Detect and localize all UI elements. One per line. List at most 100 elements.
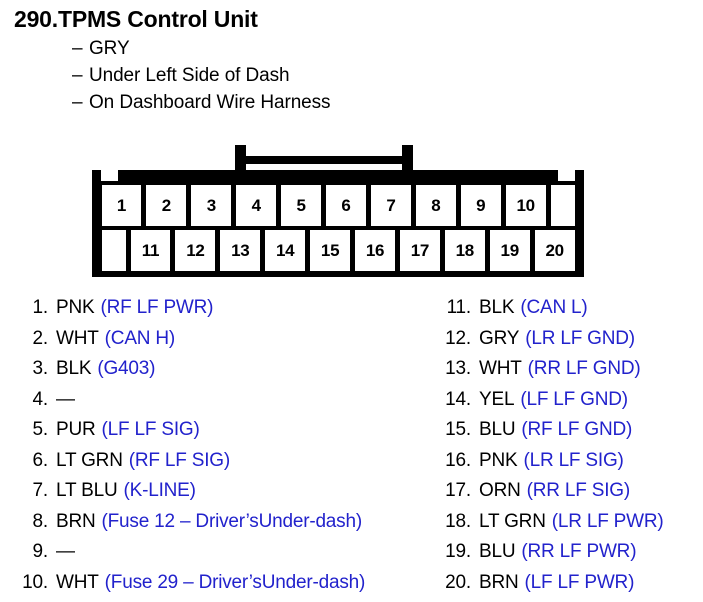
pin-list-item: 3. BLK (G403) xyxy=(14,358,434,389)
pin-wire-color: WHT xyxy=(56,328,99,350)
pin-wire-color: BLU xyxy=(479,541,515,563)
pin-cell-18[interactable]: 18 xyxy=(445,230,485,271)
pin-signal-name: (K-LINE) xyxy=(117,480,195,502)
dash-bullet-icon: – xyxy=(72,92,89,114)
pin-number: 19. xyxy=(437,541,479,563)
pin-row-top: 1 2 3 4 5 6 7 8 9 10 xyxy=(92,185,584,226)
pin-cell-top-blank xyxy=(551,185,575,226)
pin-list-item: 20. BRN (LF LF PWR) xyxy=(437,572,703,602)
pin-signal-name: (LF LF SIG) xyxy=(96,419,200,441)
pin-list-item: 9. — xyxy=(14,541,434,572)
pin-signal-name: (LR LF PWR) xyxy=(546,511,664,533)
pin-signal-name: (CAN H) xyxy=(99,328,175,350)
pin-cell-20[interactable]: 20 xyxy=(535,230,575,271)
connector-notch-right xyxy=(558,170,575,181)
pin-cell-9[interactable]: 9 xyxy=(461,185,501,226)
pin-number: 18. xyxy=(437,511,479,533)
pin-wire-color: PNK xyxy=(479,450,517,472)
pin-cell-11[interactable]: 11 xyxy=(131,230,171,271)
pin-signal-name: (CAN L) xyxy=(514,297,587,319)
pin-cell-8[interactable]: 8 xyxy=(416,185,456,226)
pin-cell-10[interactable]: 10 xyxy=(506,185,546,226)
pin-wire-color: WHT xyxy=(479,358,522,380)
attribute-line-color: – GRY xyxy=(14,38,674,60)
connector-notch-left xyxy=(101,170,118,181)
pin-number: 12. xyxy=(437,328,479,350)
pin-signal-name: (LR LF SIG) xyxy=(517,450,623,472)
pin-cell-14[interactable]: 14 xyxy=(265,230,305,271)
pin-cell-13[interactable]: 13 xyxy=(220,230,260,271)
pin-wire-color: ORN xyxy=(479,480,521,502)
attribute-text: Under Left Side of Dash xyxy=(89,65,290,87)
pin-signal-name: (RF LF SIG) xyxy=(123,450,230,472)
pin-number: 20. xyxy=(437,572,479,594)
pin-cell-1[interactable]: 1 xyxy=(102,185,142,226)
pin-wire-color: BLU xyxy=(479,419,515,441)
pin-number: 10. xyxy=(14,572,56,594)
pin-list-item: 18. LT GRN (LR LF PWR) xyxy=(437,511,703,542)
pin-cell-19[interactable]: 19 xyxy=(490,230,530,271)
connector-diagram: 1 2 3 4 5 6 7 8 9 10 11 12 13 14 15 16 1… xyxy=(92,145,584,277)
pin-list-item: 1. PNK (RF LF PWR) xyxy=(14,297,434,328)
pin-cell-12[interactable]: 12 xyxy=(175,230,215,271)
pin-list-right: 11. BLK (CAN L) 12. GRY (LR LF GND) 13. … xyxy=(437,297,703,602)
pin-list-item: 2. WHT (CAN H) xyxy=(14,328,434,359)
pin-wire-color: BRN xyxy=(56,511,96,533)
pin-number: 4. xyxy=(14,389,56,411)
latch-bar xyxy=(235,156,413,164)
pin-wire-color: BRN xyxy=(479,572,519,594)
pin-number: 16. xyxy=(437,450,479,472)
pin-number: 8. xyxy=(14,511,56,533)
attribute-text: GRY xyxy=(89,38,130,60)
pin-number: 3. xyxy=(14,358,56,380)
pin-number: 15. xyxy=(437,419,479,441)
pin-number: 17. xyxy=(437,480,479,502)
pin-cell-5[interactable]: 5 xyxy=(281,185,321,226)
attribute-line-location: – Under Left Side of Dash xyxy=(14,65,674,87)
connector-body: 1 2 3 4 5 6 7 8 9 10 11 12 13 14 15 16 1… xyxy=(92,170,584,277)
pin-wire-color: — xyxy=(56,389,75,411)
pin-list-item: 12. GRY (LR LF GND) xyxy=(437,328,703,359)
pin-wire-color: PNK xyxy=(56,297,94,319)
pin-signal-name: (LF LF PWR) xyxy=(519,572,635,594)
pin-list-item: 16. PNK (LR LF SIG) xyxy=(437,450,703,481)
pin-list-left: 1. PNK (RF LF PWR) 2. WHT (CAN H) 3. BLK… xyxy=(14,297,434,602)
pin-cell-17[interactable]: 17 xyxy=(400,230,440,271)
pin-cell-6[interactable]: 6 xyxy=(326,185,366,226)
pin-wire-color: BLK xyxy=(56,358,91,380)
pin-list-item: 14. YEL (LF LF GND) xyxy=(437,389,703,420)
pin-signal-name: (G403) xyxy=(91,358,155,380)
pin-cell-7[interactable]: 7 xyxy=(371,185,411,226)
pin-row-bottom: 11 12 13 14 15 16 17 18 19 20 xyxy=(92,230,584,271)
pin-signal-name: (LR LF GND) xyxy=(519,328,635,350)
header-block: 290. TPMS Control Unit – GRY – Under Lef… xyxy=(14,6,674,114)
pin-number: 7. xyxy=(14,480,56,502)
pin-signal-name: (RR LF SIG) xyxy=(521,480,630,502)
pin-number: 13. xyxy=(437,358,479,380)
pin-cell-16[interactable]: 16 xyxy=(355,230,395,271)
pin-wire-color: GRY xyxy=(479,328,519,350)
pin-number: 9. xyxy=(14,541,56,563)
pin-wire-color: YEL xyxy=(479,389,514,411)
pin-wire-color: LT GRN xyxy=(479,511,546,533)
title-number: 290. xyxy=(14,6,58,33)
pin-cell-4[interactable]: 4 xyxy=(236,185,276,226)
pin-signal-name: (RF LF GND) xyxy=(515,419,632,441)
attribute-line-harness: – On Dashboard Wire Harness xyxy=(14,92,674,114)
pin-list-item: 11. BLK (CAN L) xyxy=(437,297,703,328)
dash-bullet-icon: – xyxy=(72,38,89,60)
pin-number: 1. xyxy=(14,297,56,319)
pin-cell-15[interactable]: 15 xyxy=(310,230,350,271)
pin-number: 6. xyxy=(14,450,56,472)
pin-number: 5. xyxy=(14,419,56,441)
pin-cell-2[interactable]: 2 xyxy=(146,185,186,226)
pin-wire-color: LT BLU xyxy=(56,480,117,502)
pin-wire-color: WHT xyxy=(56,572,99,594)
pin-cell-3[interactable]: 3 xyxy=(191,185,231,226)
pin-list-item: 15. BLU (RF LF GND) xyxy=(437,419,703,450)
pin-cell-bottom-blank xyxy=(102,230,126,271)
pin-number: 11. xyxy=(437,297,479,319)
attribute-text: On Dashboard Wire Harness xyxy=(89,92,330,114)
pin-list-item: 13. WHT (RR LF GND) xyxy=(437,358,703,389)
pin-wire-color: LT GRN xyxy=(56,450,123,472)
